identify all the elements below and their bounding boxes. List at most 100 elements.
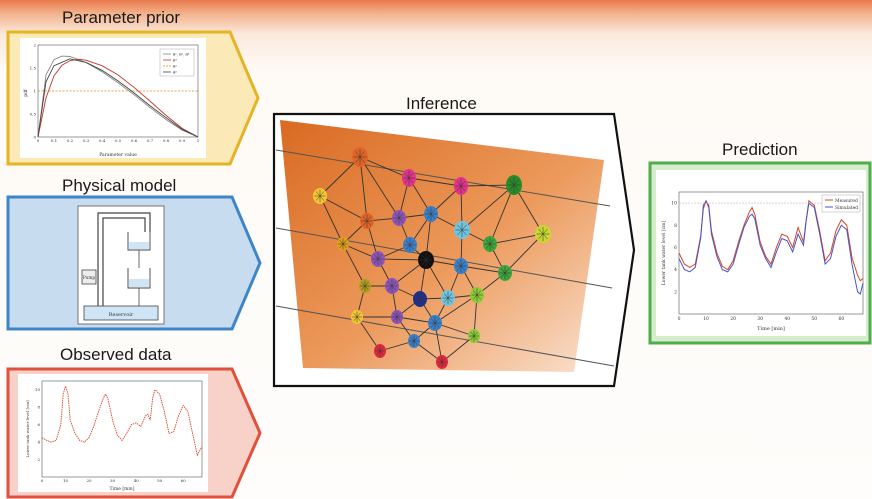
prediction-series-2 xyxy=(678,199,864,295)
observed-xlabel: Time [min] xyxy=(110,486,135,492)
graph-node xyxy=(436,355,448,369)
graph-node xyxy=(470,287,484,303)
graph-node xyxy=(441,290,455,306)
graph-edge xyxy=(434,294,478,324)
graph-node xyxy=(454,177,468,195)
graph-node xyxy=(408,334,420,348)
graph-edge xyxy=(460,184,515,187)
graph-edge xyxy=(489,233,544,245)
prior-ylabel: pdf xyxy=(23,89,29,97)
observed-series-1 xyxy=(41,384,203,457)
prior-x-tick: 0.5 xyxy=(115,138,122,143)
prior-x-tick: 0 xyxy=(37,138,40,143)
prior-series-2 xyxy=(37,58,199,138)
prediction-legend-simulated: Simulated xyxy=(835,205,858,211)
pump-icon xyxy=(81,269,97,285)
graph-node xyxy=(424,206,438,222)
observed-x-tick: 50 xyxy=(157,478,163,483)
graph-edge xyxy=(359,156,410,179)
observed-y-tick: 8 xyxy=(37,405,40,410)
prior-y-tick: 0.5 xyxy=(30,112,37,117)
graph-edge xyxy=(377,258,427,261)
graph-node xyxy=(506,175,522,195)
graph-node xyxy=(337,237,349,251)
graph-node xyxy=(371,251,385,267)
observed-ylabel: Lower tank water level [cm] xyxy=(25,400,30,458)
observed-x-tick: 60 xyxy=(181,478,187,483)
prior-x-tick: 0.1 xyxy=(51,138,57,143)
prior-x-tick: 0.6 xyxy=(131,138,138,143)
prior-x-tick: 0.9 xyxy=(179,138,186,143)
prior-x-tick: 1 xyxy=(197,138,200,143)
prediction-y-tick: 6 xyxy=(674,245,677,251)
graph-node xyxy=(403,237,417,253)
graph-node xyxy=(313,188,327,204)
graph-node xyxy=(418,251,434,269)
graph-edge xyxy=(460,265,506,274)
prior-legend-2: θ⁴ xyxy=(173,58,177,63)
graph-node xyxy=(468,329,480,343)
prior-legend-3: θ⁵ xyxy=(173,64,177,69)
graph-edge xyxy=(319,195,344,245)
prediction-ylabel: Lower tank water level [cm] xyxy=(661,221,667,286)
graph-node xyxy=(352,147,368,167)
grid-lines xyxy=(275,149,615,367)
graph-node xyxy=(385,278,399,294)
observed-x-tick: 10 xyxy=(63,478,69,483)
prediction-xlabel: Time [min] xyxy=(757,326,785,332)
observed-x-tick: 30 xyxy=(110,478,116,483)
physical-model-title: Physical model xyxy=(62,176,177,195)
prediction-y-tick: 8 xyxy=(674,223,677,229)
prior-y-tick: 1.5 xyxy=(30,66,37,71)
prior-x-tick: 0.3 xyxy=(83,138,90,143)
graph-node xyxy=(392,210,406,226)
observed-x-tick: 40 xyxy=(134,478,140,483)
prior-x-tick: 0.4 xyxy=(99,138,106,143)
physical-model-schematic: Reservoir Pump xyxy=(77,205,165,325)
prediction-title: Prediction xyxy=(722,140,798,159)
observed-x-tick: 20 xyxy=(87,478,93,483)
prior-y-tick: 0 xyxy=(33,135,36,140)
parameter-prior-title: Parameter prior xyxy=(62,8,181,27)
graph-node xyxy=(359,279,371,293)
graph-node xyxy=(454,221,470,239)
graph-edge xyxy=(489,184,515,245)
graph-edge xyxy=(408,177,462,187)
prior-y-tick: 2 xyxy=(33,43,36,48)
graph-node xyxy=(374,344,386,358)
graph-node xyxy=(402,169,416,187)
graph-node xyxy=(454,258,468,274)
graph-edge xyxy=(359,156,368,222)
prior-x-tick: 0.2 xyxy=(67,138,74,143)
graph-node xyxy=(360,213,374,229)
graph-node xyxy=(535,225,551,243)
graph-node xyxy=(351,310,363,324)
prior-xlabel: Parameter value xyxy=(99,152,137,158)
graph-edge xyxy=(441,335,475,363)
prior-legend-4: θ⁶ xyxy=(173,70,177,75)
graph-node xyxy=(498,265,512,281)
graph-node xyxy=(428,315,442,331)
inference-panel xyxy=(272,112,636,388)
graph-edge xyxy=(359,156,400,219)
prior-series-1 xyxy=(37,55,199,138)
prediction-y-tick: 4 xyxy=(674,267,677,273)
graph-edge xyxy=(319,195,368,222)
reservoir-label: Reservoir xyxy=(109,312,134,318)
prediction-x-tick: 50 xyxy=(811,316,817,322)
prior-legend-1: θ¹, θ², θ³ xyxy=(173,52,190,57)
prediction-legend-measured: Measured xyxy=(835,198,858,204)
graph-edge xyxy=(504,233,544,274)
prediction-x-tick: 10 xyxy=(703,316,709,322)
prior-x-tick: 0.8 xyxy=(163,138,170,143)
graph-node xyxy=(483,236,497,252)
prior-x-tick: 0.7 xyxy=(147,138,154,143)
reservoir-tank xyxy=(83,305,159,321)
observed-y-tick: 6 xyxy=(37,422,40,427)
observed-y-tick: 10 xyxy=(35,387,41,392)
observed-y-tick: 2 xyxy=(37,457,40,462)
